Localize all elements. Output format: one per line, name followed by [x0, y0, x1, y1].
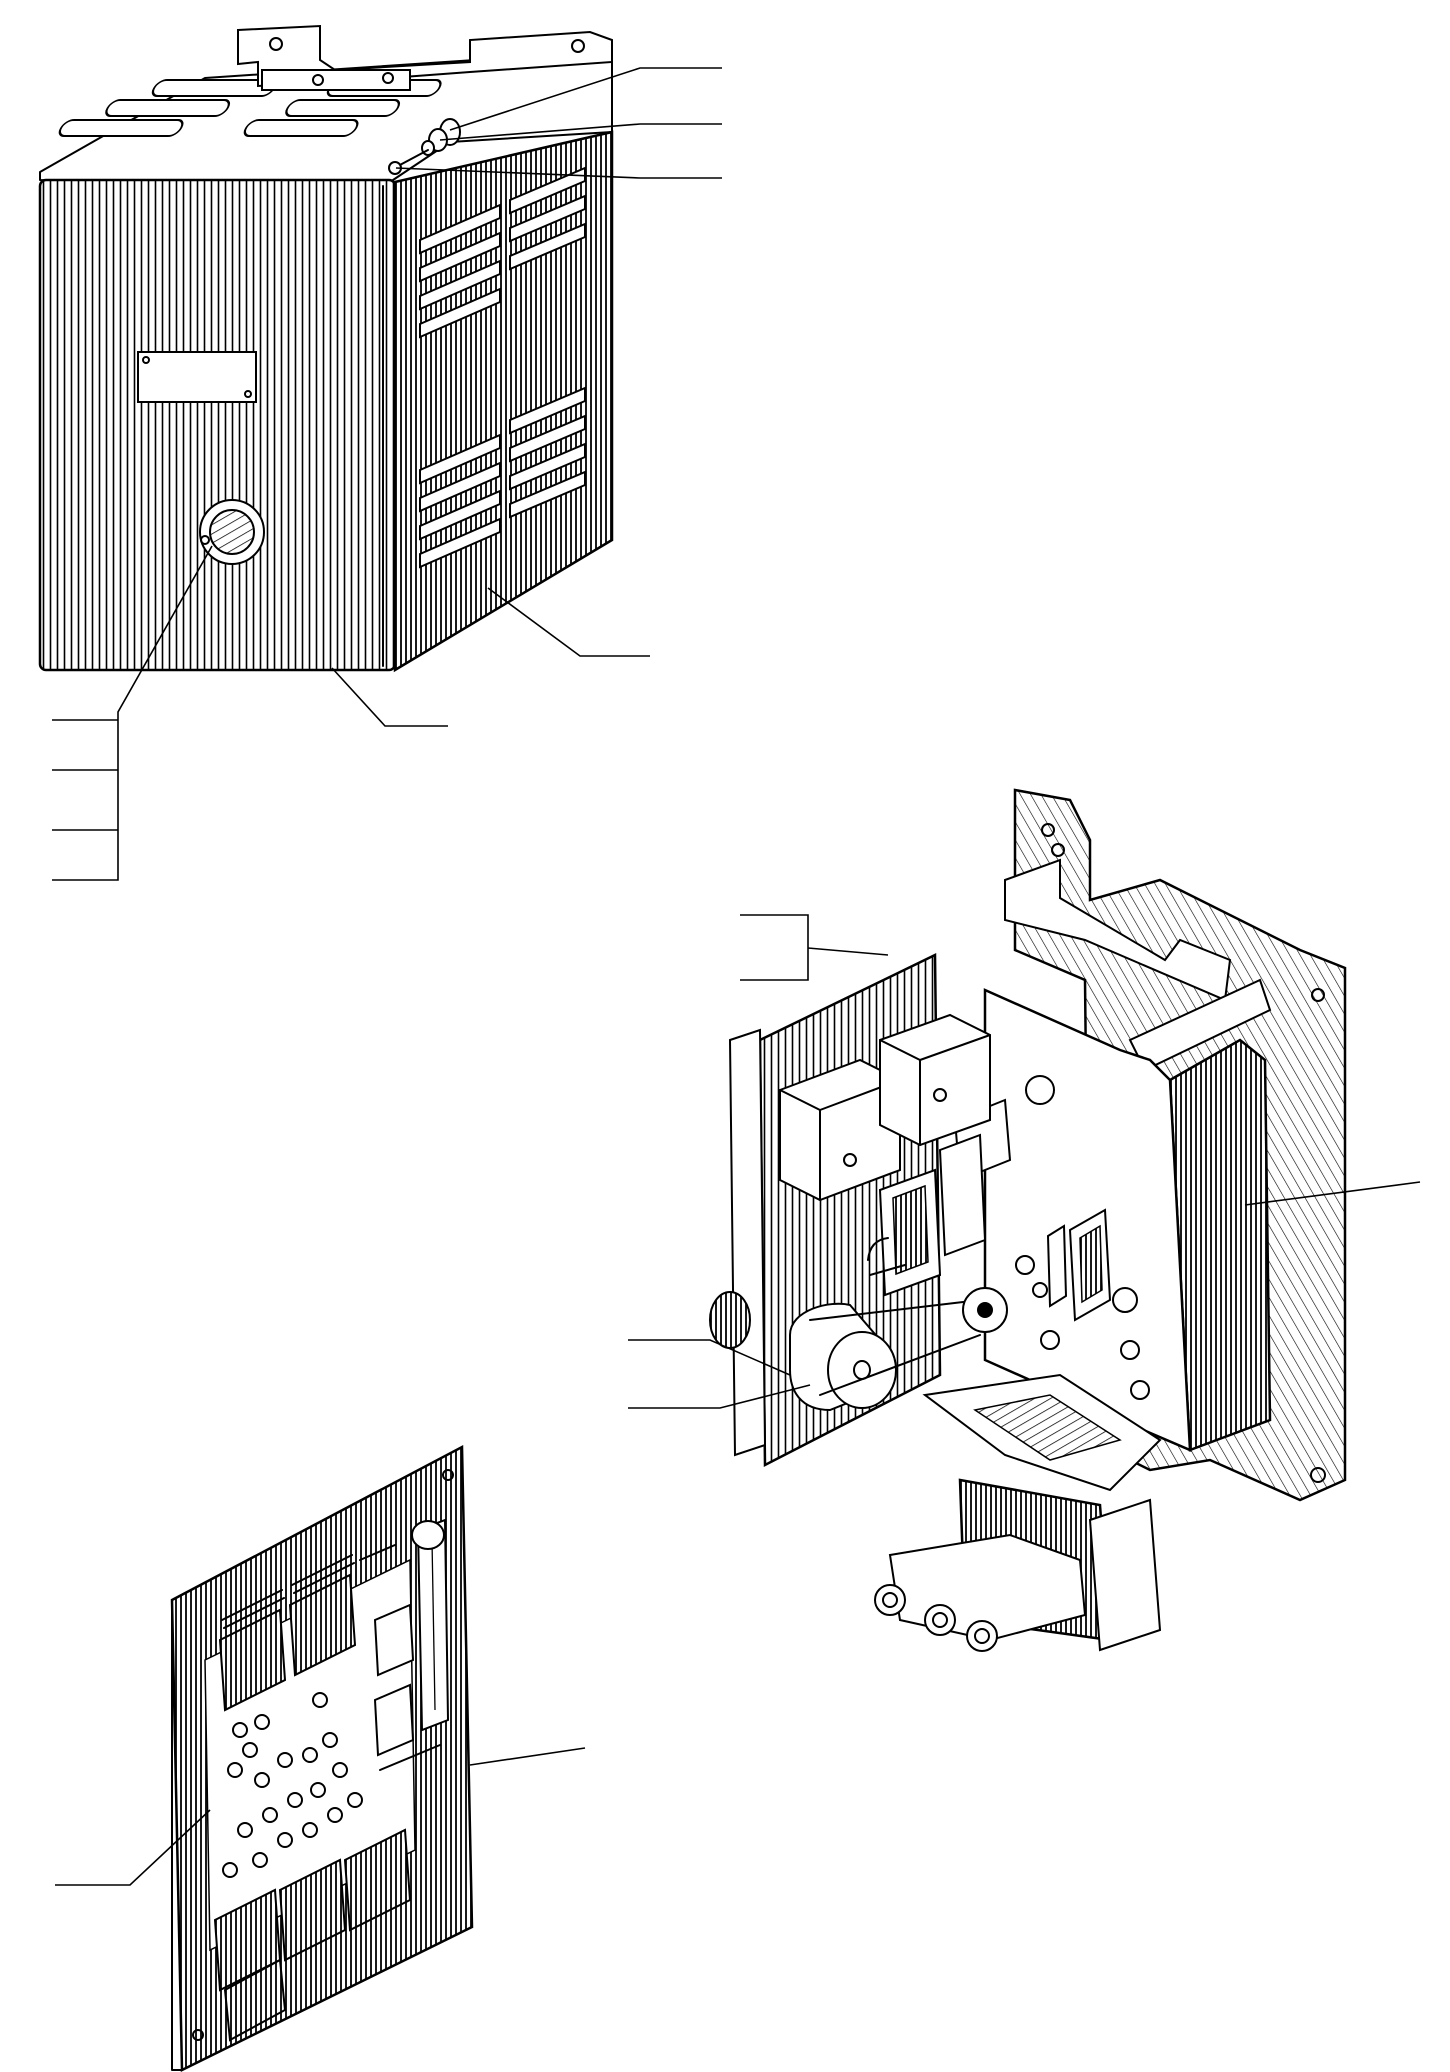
board-right-components [359, 1518, 450, 1771]
chassis-illustration [628, 788, 1421, 1652]
ribbon-connectors [878, 1133, 987, 1297]
motor-assembly [709, 1237, 1008, 1412]
callout-leader-11 [469, 1747, 586, 1766]
relays [779, 1013, 991, 1202]
callout-leader-8 [628, 1339, 791, 1376]
callout-leader-2 [439, 123, 722, 141]
enclosure-nameplate [137, 351, 257, 403]
callout-leader-port [52, 545, 213, 881]
heatsinks-top [218, 1554, 357, 1712]
callout-leader-9 [628, 1384, 811, 1409]
enclosure-round-port [199, 499, 265, 565]
chassis-frame-top [1004, 858, 1232, 1002]
callout-leader-1 [449, 67, 722, 131]
coax-connectors [874, 1533, 1087, 1652]
bracket-plate [261, 69, 411, 91]
callout-leader-7 [1244, 1181, 1421, 1206]
circuit-board-illustration [55, 1444, 586, 2072]
enclosure-side-louvers [419, 166, 586, 569]
callout-leader-10 [55, 1809, 211, 1886]
enclosure-screw-hardware [388, 118, 461, 175]
heatsinks-bottom [213, 1828, 412, 2042]
callout-leader-3 [395, 167, 722, 179]
board-small-components [222, 1692, 363, 1878]
callout-leader-5 [331, 667, 448, 727]
enclosure-front-face [38, 178, 397, 672]
callout-leader-6 [740, 914, 889, 981]
enclosure-illustration [38, 24, 722, 881]
mid-plate-holes [1015, 1075, 1150, 1400]
callout-leader-4 [487, 587, 650, 657]
